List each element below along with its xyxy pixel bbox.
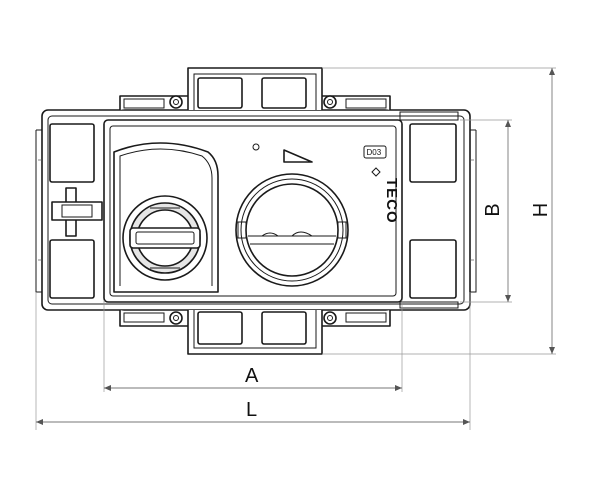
shoulder-details xyxy=(123,98,459,323)
dimension-l: L xyxy=(35,292,471,430)
rotary-handle xyxy=(122,195,208,281)
brand-text: TECO xyxy=(383,178,400,224)
brand-logo: TECO xyxy=(371,167,400,224)
rail-mount-icon xyxy=(51,187,103,237)
dimension-l-label: L xyxy=(246,399,257,421)
round-window xyxy=(235,173,349,287)
dimension-b-label: B xyxy=(482,203,504,216)
dimension-h: H xyxy=(322,67,556,355)
model-code-badge: D03 xyxy=(363,145,387,159)
model-code-label: D03 xyxy=(367,148,382,157)
dimension-h-label: H xyxy=(530,203,552,217)
direction-arrow-icon xyxy=(252,143,313,163)
dimension-a-label: A xyxy=(245,365,259,387)
dimension-b: B xyxy=(460,119,512,303)
dimension-a: A xyxy=(103,300,403,392)
knockout-windows xyxy=(49,77,457,345)
